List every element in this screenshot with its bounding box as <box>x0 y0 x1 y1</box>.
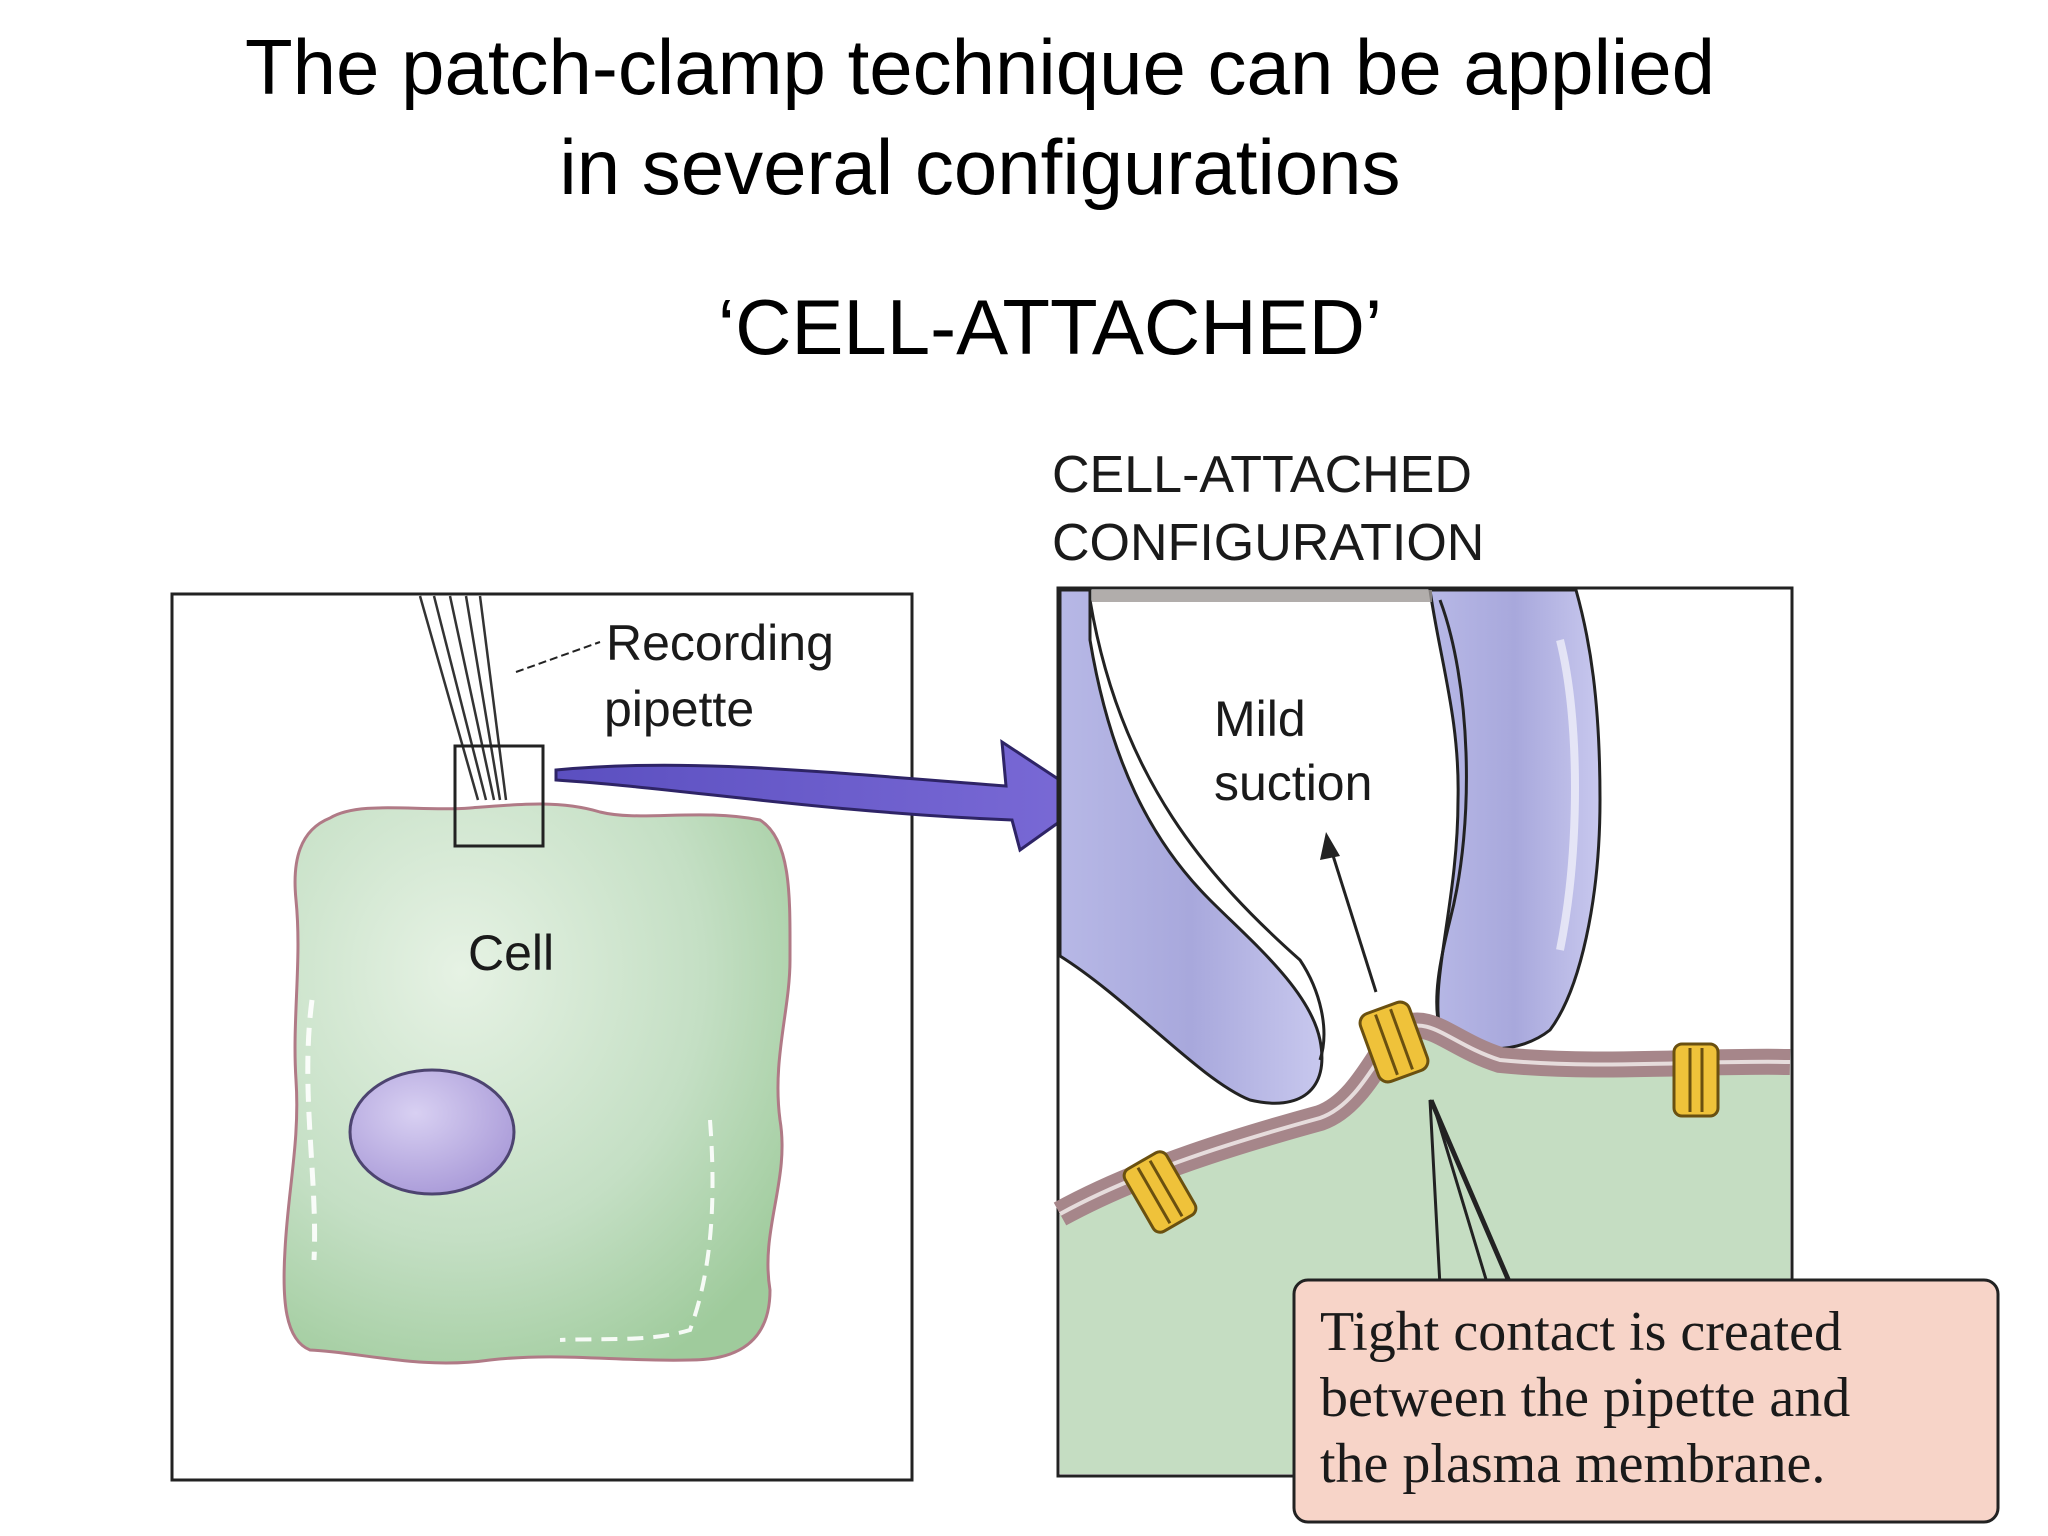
pipette-label-line-2: pipette <box>604 681 754 737</box>
pipette-glass <box>1058 588 1324 1105</box>
nucleus-shape <box>348 1068 516 1196</box>
callout-line-2: between the pipette and <box>1320 1367 1850 1429</box>
cell-label: Cell <box>468 925 554 981</box>
magnification-box <box>453 744 545 848</box>
callout-line-1: Tight contact is created <box>1320 1301 1842 1363</box>
configuration-subtitle: ‘CELL-ATTACHED’ <box>717 283 1383 371</box>
slide-title-line-2: in several configurations <box>559 123 1401 211</box>
right-panel-heading-line-2: CONFIGURATION <box>1052 514 1484 572</box>
slide-title-line-1: The patch-clamp technique can be applied <box>245 23 1715 111</box>
left-panel: Recording pipette Cell <box>170 592 914 1482</box>
recording-pipette <box>418 595 508 801</box>
right-panel: CELL-ATTACHED CONFIGURATION <box>1052 446 2000 1524</box>
ion-channel <box>1358 1000 1430 1084</box>
suction-label-line-2: suction <box>1214 755 1372 811</box>
suction-arrow <box>1328 845 1378 993</box>
pipette-leader-line <box>515 641 601 673</box>
zoom-arrow <box>554 739 1093 853</box>
callout-line-3: the plasma membrane. <box>1320 1433 1825 1495</box>
suction-label-line-1: Mild <box>1214 691 1306 747</box>
cell-body <box>282 802 792 1365</box>
right-panel-heading-line-1: CELL-ATTACHED <box>1052 446 1472 504</box>
ion-channel <box>1122 1150 1198 1234</box>
ion-channel <box>1672 1042 1720 1118</box>
pipette-label-line-1: Recording <box>606 615 834 671</box>
callout-box <box>1292 1278 2000 1524</box>
